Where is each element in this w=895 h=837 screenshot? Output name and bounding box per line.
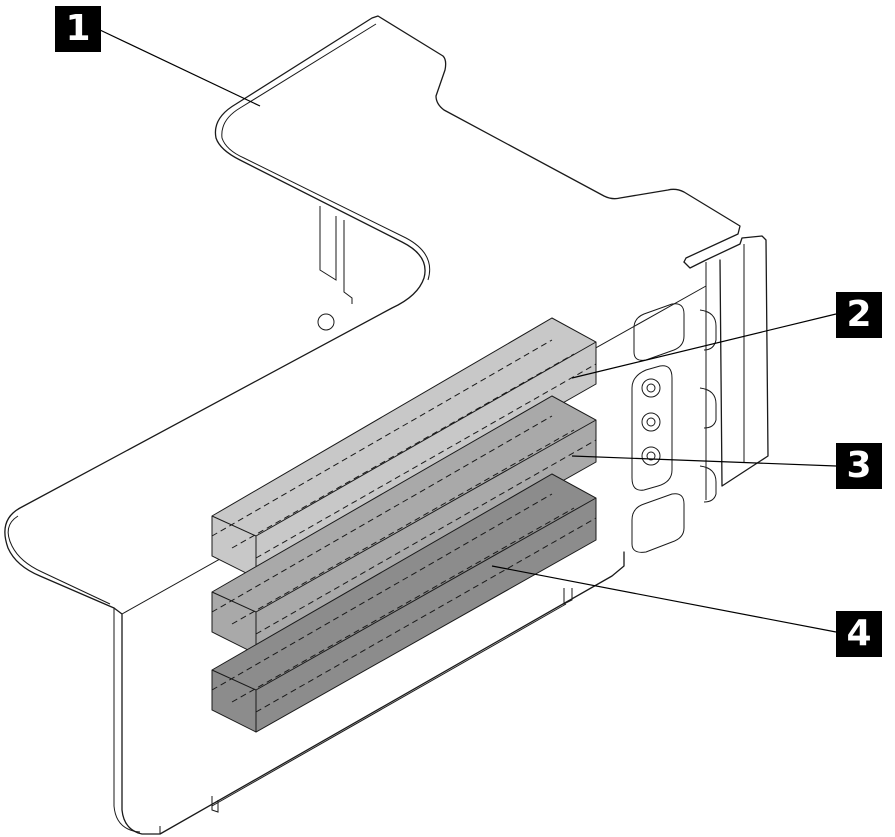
pcie-slot-bottom <box>211 473 597 733</box>
callout-4-number: 4 <box>846 613 872 654</box>
callout-3: 3 <box>836 443 882 489</box>
leader-line-1 <box>99 29 261 107</box>
rear-bracket <box>631 235 769 553</box>
leader-line-2 <box>571 313 837 379</box>
leader-line-3 <box>571 455 837 467</box>
pcie-slot-top <box>211 317 597 579</box>
leader-line-4 <box>491 565 837 633</box>
callout-1-number: 1 <box>65 8 91 49</box>
callout-2-number: 2 <box>846 294 872 335</box>
callout-4: 4 <box>836 611 882 657</box>
callout-3-number: 3 <box>846 445 872 486</box>
callout-2: 2 <box>836 292 882 338</box>
callout-1: 1 <box>55 6 101 52</box>
pcie-slot-middle <box>211 395 597 655</box>
riser-cage-top-cover <box>4 15 741 609</box>
